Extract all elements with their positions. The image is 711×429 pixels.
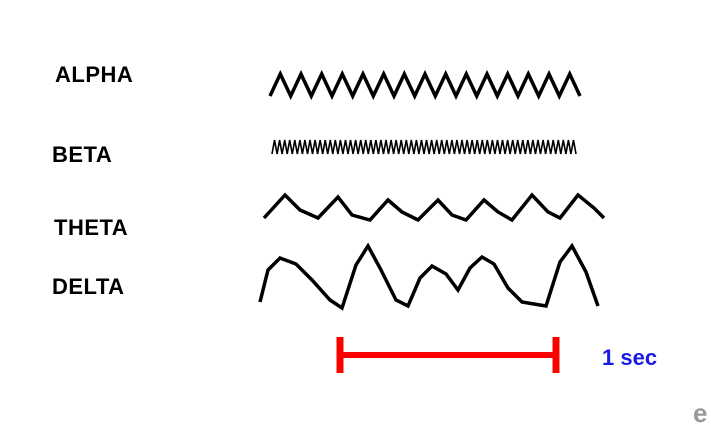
beta-waveform [271,139,577,155]
theta-waveform [262,192,606,223]
scale-bar-label: 1 sec [602,345,658,370]
corner-logo-fragment: e [693,398,708,428]
alpha-waveform [268,69,582,101]
time-scale-bar [336,337,560,373]
beta-label: BETA [52,142,113,167]
delta-waveform [258,242,600,311]
theta-label: THETA [54,215,129,240]
alpha-label: ALPHA [55,62,134,87]
delta-label: DELTA [52,274,125,299]
